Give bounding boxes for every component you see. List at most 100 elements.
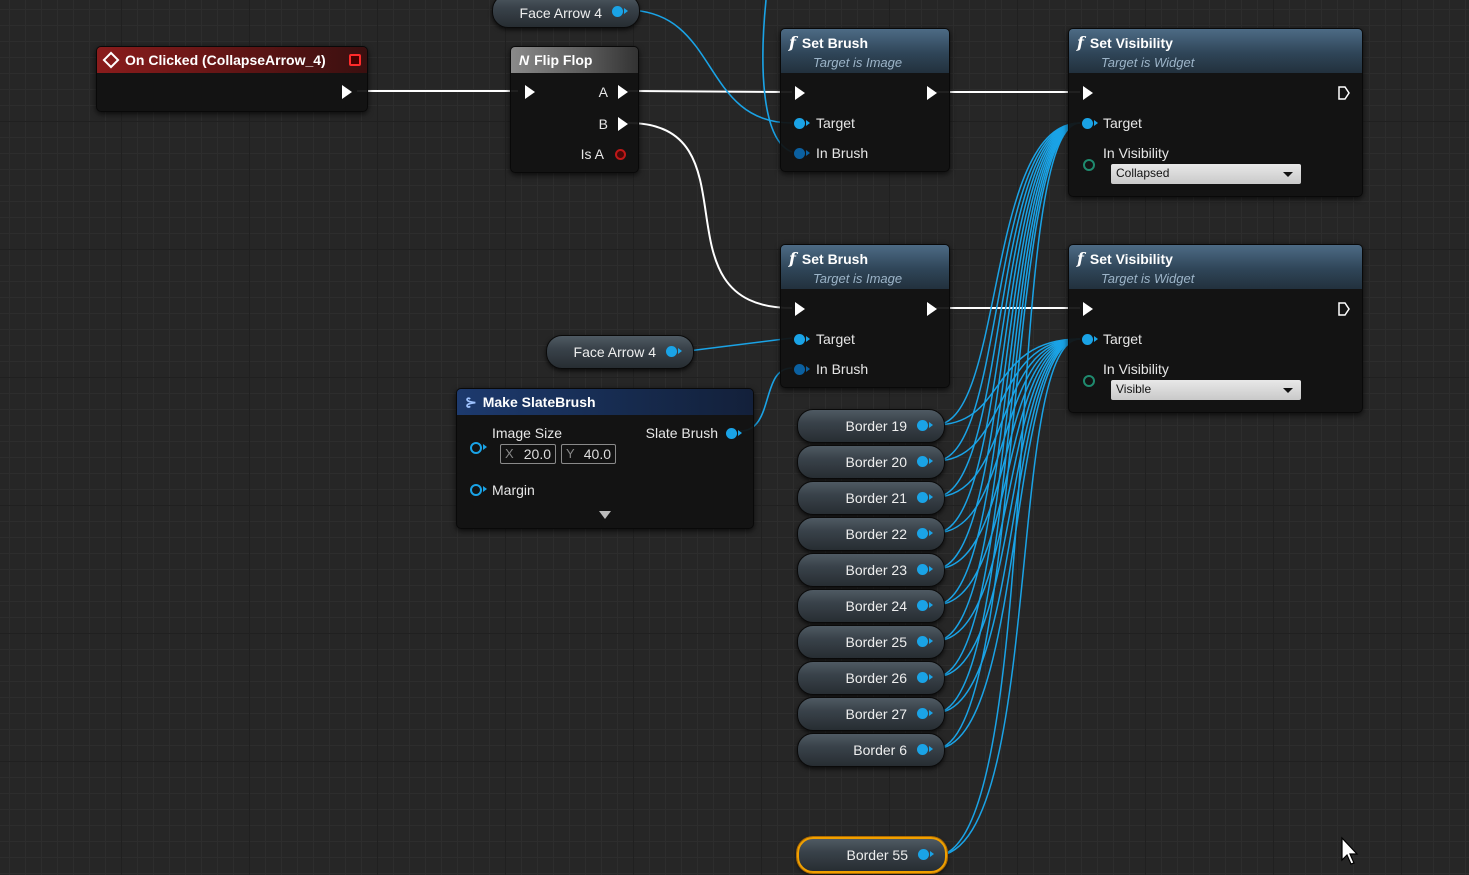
variable-output-pin[interactable] (917, 528, 933, 539)
object-wire-border-9-1 (934, 338, 1081, 750)
image-size-pin[interactable] (470, 442, 487, 454)
variable-output-pin[interactable] (917, 744, 933, 755)
border-wires (934, 122, 1081, 857)
variable-output-pin[interactable] (917, 564, 933, 575)
target-pin[interactable] (1082, 118, 1098, 129)
pin-a-label: A (598, 84, 608, 100)
pin-b-label: B (598, 116, 608, 132)
target-pin[interactable] (1082, 334, 1098, 345)
variable-label: Border 25 (845, 634, 907, 650)
macro-icon: Ν (519, 52, 530, 68)
image-size-y-field[interactable]: Y 40.0 (561, 444, 616, 464)
object-wire-border-selected-0 (934, 122, 1081, 857)
variable-label: Border 27 (845, 706, 907, 722)
exec-out-pin[interactable] (1338, 302, 1350, 316)
variable-border-6[interactable]: Border 25 (797, 625, 945, 659)
variable-border-9[interactable]: Border 6 (797, 733, 945, 767)
exec-out-a-pin[interactable] (618, 85, 628, 99)
variable-output-pin[interactable] (917, 672, 933, 683)
bool-out-pin[interactable] (615, 149, 626, 160)
variable-border-7[interactable]: Border 26 (797, 661, 945, 695)
set-brush-subtitle: Target is Image (813, 55, 903, 70)
variable-output-pin[interactable] (917, 492, 933, 503)
make-struct-icon: ⊱ (465, 393, 477, 410)
event-node-on-clicked[interactable]: On Clicked (CollapseArrow_4) (96, 46, 368, 112)
variable-output-pin[interactable] (917, 636, 933, 647)
slate-brush-output-label: Slate Brush (645, 425, 718, 441)
variable-border-2[interactable]: Border 21 (797, 481, 945, 515)
variable-label: Border 19 (845, 418, 907, 434)
variable-label: Face Arrow 4 (519, 5, 602, 21)
variable-output-pin[interactable] (917, 420, 933, 431)
variable-output-pin[interactable] (918, 849, 934, 860)
expand-arrow-icon[interactable] (599, 511, 611, 519)
in-visibility-pin[interactable] (1083, 375, 1095, 387)
object-wire-border-5-1 (934, 338, 1081, 606)
target-label: Target (816, 115, 855, 131)
variable-border-selected[interactable]: Border 55 (797, 837, 947, 873)
exec-in-pin[interactable] (525, 85, 535, 99)
exec-out-pin[interactable] (1338, 86, 1350, 100)
object-wire-border-7-0 (934, 122, 1081, 678)
object-wire-border-2-1 (934, 338, 1081, 498)
variable-face-arrow-top[interactable]: Face Arrow 4 (492, 0, 640, 28)
in-brush-pin[interactable] (794, 148, 810, 159)
in-brush-pin[interactable] (794, 364, 810, 375)
variable-label: Border 55 (846, 847, 908, 863)
slate-brush-output-pin[interactable] (726, 428, 742, 439)
exec-out-b-pin[interactable] (618, 117, 628, 131)
event-node-header: On Clicked (CollapseArrow_4) (97, 47, 367, 73)
make-slate-brush-title: Make SlateBrush (482, 394, 596, 410)
variable-face-arrow-mid[interactable]: Face Arrow 4 (546, 335, 694, 369)
set-visibility-title: Set Visibility (1089, 35, 1173, 51)
variable-border-3[interactable]: Border 22 (797, 517, 945, 551)
variable-label: Border 21 (845, 490, 907, 506)
variable-output-pin[interactable] (917, 708, 933, 719)
flip-flop-node[interactable]: Ν Flip Flop A B Is A (510, 46, 639, 173)
object-wire-border-0-1 (934, 338, 1081, 426)
make-slate-brush-header: ⊱ Make SlateBrush (457, 389, 753, 415)
set-brush-title: Set Brush (801, 251, 869, 267)
object-wire-border-5-0 (934, 122, 1081, 606)
image-size-x-field[interactable]: X 20.0 (500, 444, 556, 464)
exec-in-pin[interactable] (1083, 302, 1093, 316)
variable-border-8[interactable]: Border 27 (797, 697, 945, 731)
flip-flop-header: Ν Flip Flop (511, 47, 638, 73)
exec-out-pin[interactable] (927, 302, 937, 316)
function-icon: f (1077, 33, 1084, 52)
make-slate-brush-node[interactable]: ⊱ Make SlateBrush Image Size X 20.0 Y 40… (456, 388, 754, 529)
exec-out-pin[interactable] (342, 85, 352, 99)
visibility-dropdown[interactable]: Visible (1111, 380, 1301, 400)
in-visibility-pin[interactable] (1083, 159, 1095, 171)
target-label: Target (1103, 331, 1142, 347)
y-value: 40.0 (583, 446, 611, 462)
flip-flop-title: Flip Flop (534, 52, 593, 68)
visibility-dropdown[interactable]: Collapsed (1111, 164, 1301, 184)
in-brush-label: In Brush (816, 145, 869, 161)
exec-out-pin[interactable] (927, 86, 937, 100)
variable-output-pin[interactable] (612, 6, 628, 17)
object-wire-border-0-0 (934, 122, 1081, 426)
exec-in-pin[interactable] (795, 86, 805, 100)
margin-pin[interactable] (470, 484, 487, 496)
target-pin[interactable] (794, 334, 810, 345)
variable-border-4[interactable]: Border 23 (797, 553, 945, 587)
variable-border-0[interactable]: Border 19 (797, 409, 945, 443)
variable-border-5[interactable]: Border 24 (797, 589, 945, 623)
delegate-pin-icon[interactable] (349, 54, 361, 66)
variable-border-1[interactable]: Border 20 (797, 445, 945, 479)
variable-label: Border 24 (845, 598, 907, 614)
variable-output-pin[interactable] (917, 600, 933, 611)
variable-output-pin[interactable] (666, 346, 682, 357)
target-pin[interactable] (794, 118, 810, 129)
variable-output-pin[interactable] (917, 456, 933, 467)
exec-in-pin[interactable] (1083, 86, 1093, 100)
exec-in-pin[interactable] (795, 302, 805, 316)
